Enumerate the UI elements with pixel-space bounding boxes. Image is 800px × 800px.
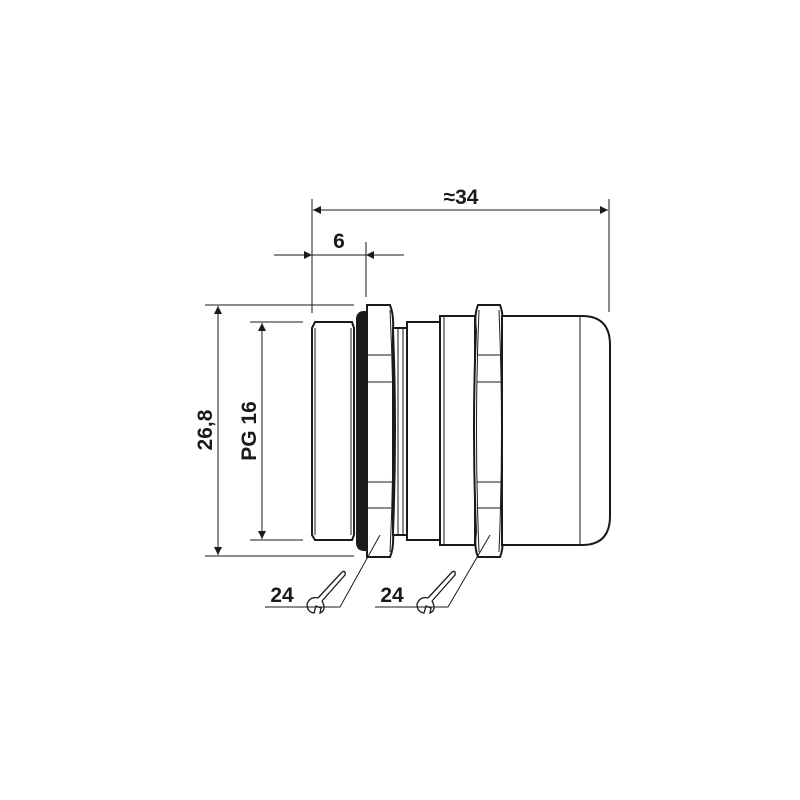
wrench-callout-1: 24 [265,534,381,615]
thread-length-label: 6 [333,230,345,253]
dimension-outer-diameter: 26,8 [194,306,222,555]
wrench-size-1-label: 24 [270,584,294,607]
wrench-icon [416,570,456,615]
thread-size-label: PG 16 [238,401,261,461]
gland-body [311,304,611,558]
overall-length-label: ≈34 [444,186,479,209]
dimension-overall-length: ≈34 [313,186,608,214]
dimension-thread-size: PG 16 [238,323,266,539]
outer-diameter-label: 26,8 [194,409,217,450]
dimension-thread-length: 6 [274,230,404,259]
wrench-icon [306,570,346,615]
wrench-callout-2: 24 [375,534,491,615]
wrench-size-2-label: 24 [380,584,404,607]
extension-lines [205,199,610,557]
